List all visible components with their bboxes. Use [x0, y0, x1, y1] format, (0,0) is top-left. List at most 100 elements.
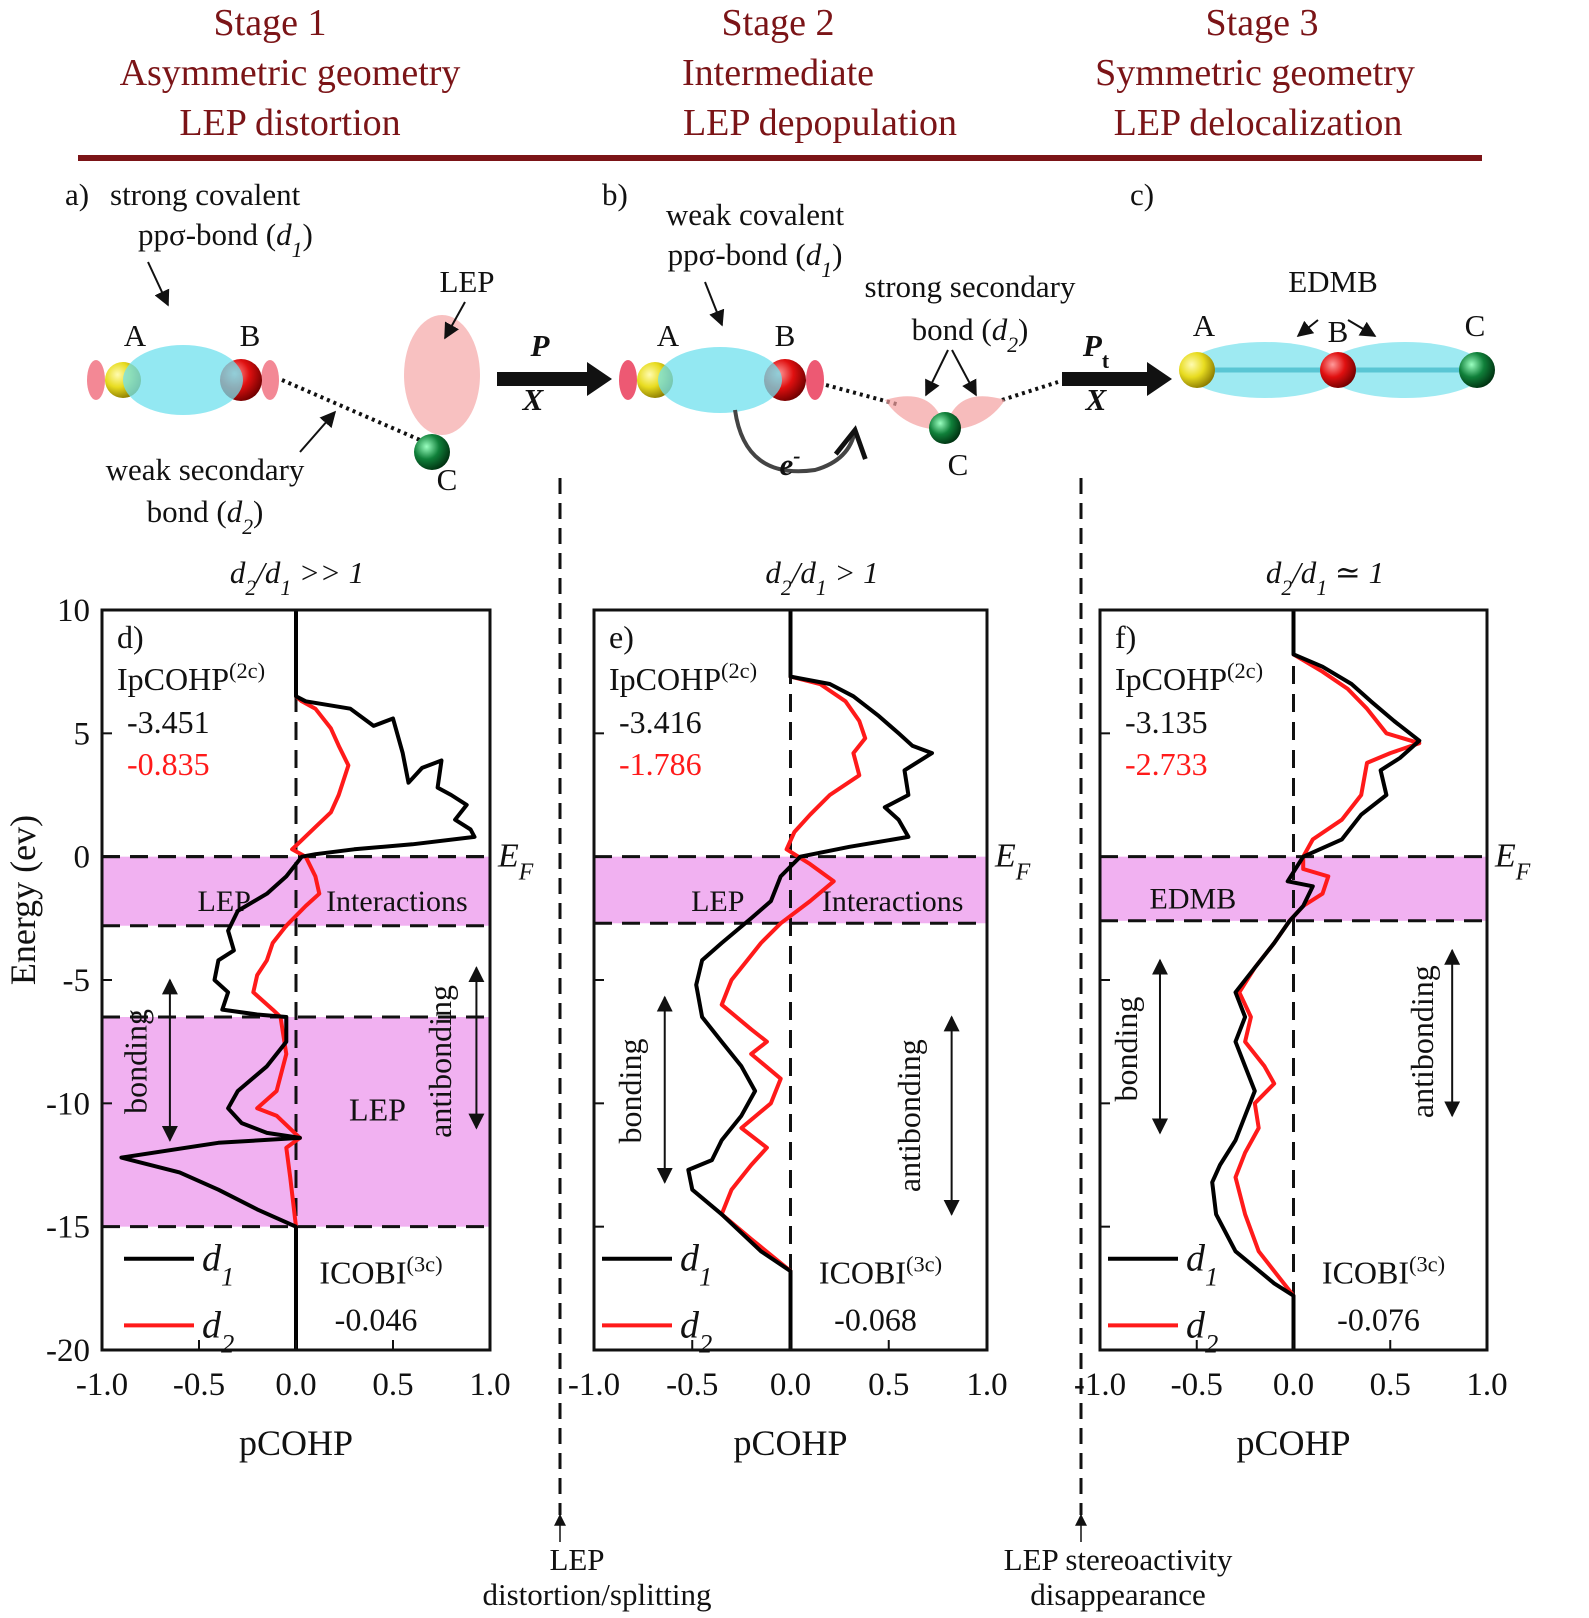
- divider-2-label-1: LEP stereoactivity: [1004, 1542, 1233, 1577]
- strong-bond-label-2: ppσ-bond (d1): [138, 217, 313, 262]
- legend-d1-label: d1: [1186, 1238, 1218, 1292]
- legend-d2-label: d2: [202, 1304, 234, 1358]
- band-label-lep: LEP: [691, 885, 744, 918]
- ratio-label-1: d2/d1 >> 1: [230, 555, 364, 600]
- weak-covalent-label-1: weak covalent: [666, 197, 845, 232]
- icobi-title: ICOBI(3c): [1322, 1251, 1445, 1291]
- band-label-edmb: EDMB: [1150, 882, 1237, 915]
- x-tick-label: 0.5: [1370, 1367, 1411, 1403]
- icobi-title: ICOBI(3c): [319, 1251, 442, 1291]
- schematic-a: a) strong covalent ppσ-bond (d1) A B C L…: [65, 177, 495, 539]
- stage-3-line-3: LEP delocalization: [1114, 102, 1403, 144]
- lobe-left-b: [619, 360, 637, 400]
- ipcohp-title: IpCOHP(2c): [609, 658, 757, 698]
- arrow-2-bottom-label: X: [1085, 382, 1108, 417]
- bond-cloud-b: [658, 347, 782, 413]
- atom-a-label-b: A: [657, 318, 680, 353]
- strong-bond-label-1: strong covalent: [110, 177, 301, 212]
- strong-bond-pointer: [147, 261, 170, 307]
- divider-1-label-2: distortion/splitting: [482, 1577, 711, 1612]
- schematic-a-tag: a): [65, 177, 89, 212]
- ipcohp-d1-value: -3.451: [127, 704, 210, 740]
- electron-label: e-: [780, 444, 801, 482]
- bond-cloud: [123, 345, 243, 415]
- weak-covalent-pointer: [704, 281, 725, 327]
- divider-1-label-1: LEP: [549, 1542, 604, 1577]
- y-tick-label: -10: [46, 1086, 90, 1122]
- band-label-lep: LEP: [198, 885, 251, 918]
- x-tick-label: 1.0: [469, 1367, 510, 1403]
- ipcohp-d1-value: -3.135: [1125, 704, 1208, 740]
- atom-a-label-c: A: [1193, 308, 1216, 343]
- atom-b-sphere-c: [1320, 352, 1356, 388]
- y-tick-label: -15: [46, 1210, 90, 1246]
- atom-c-sphere-c: [1459, 352, 1495, 388]
- weak-covalent-label-2: ppσ-bond (d1): [668, 237, 843, 282]
- fermi-label: EF: [497, 838, 534, 886]
- icobi-value: -0.046: [335, 1301, 418, 1337]
- x-tick-label: 0.0: [770, 1367, 811, 1403]
- stage-1-line-2: Asymmetric geometry: [120, 52, 461, 94]
- x-tick-label: -1.0: [76, 1367, 128, 1403]
- divider-2-label-2: disappearance: [1030, 1577, 1206, 1612]
- antibonding-label: antibonding: [422, 985, 458, 1138]
- lep-lobe: [404, 315, 480, 435]
- stage-3-line-2: Symmetric geometry: [1095, 52, 1415, 94]
- band-label-interactions: Interactions: [326, 885, 468, 918]
- strong-secondary-pointer-right: [951, 349, 977, 397]
- electron-transfer-arrow: [733, 409, 868, 474]
- icobi-value: -0.076: [1337, 1301, 1420, 1337]
- stage-dividers: LEP distortion/splitting LEP stereoactiv…: [482, 478, 1233, 1612]
- x-axis-label: pCOHP: [239, 1423, 353, 1463]
- band-label-deep-lep: LEP: [349, 1092, 406, 1128]
- fermi-label: EF: [1494, 838, 1531, 886]
- weak-bond-label-2: bond (d2): [147, 494, 264, 539]
- transition-arrow-2: Pt X: [1062, 328, 1172, 417]
- stage-1-line-1: Stage 1: [214, 2, 327, 44]
- panel-tag: d): [117, 619, 144, 655]
- icobi-value: -0.068: [834, 1301, 917, 1337]
- x-tick-label: 0.0: [1273, 1367, 1314, 1403]
- icobi-title: ICOBI(3c): [819, 1251, 942, 1291]
- arrow-1-top-label: P: [530, 328, 551, 363]
- atom-a-sphere-c: [1179, 352, 1215, 388]
- ratio-label-2: d2/d1 > 1: [765, 555, 878, 600]
- arrow-1-bottom-label: X: [522, 382, 545, 417]
- x-tick-label: -0.5: [173, 1367, 225, 1403]
- ipcohp-d2-value: -1.786: [619, 746, 702, 782]
- y-tick-label: 5: [74, 716, 91, 752]
- stage-2-line-1: Stage 2: [722, 2, 835, 44]
- split-lep-lobes: [885, 396, 1005, 430]
- series-d2-line: [251, 610, 351, 1350]
- y-tick-label: -5: [63, 963, 91, 999]
- antibonding-label: antibonding: [1404, 965, 1440, 1118]
- x-tick-label: -0.5: [1171, 1367, 1223, 1403]
- stage-2-line-3: LEP depopulation: [683, 102, 957, 144]
- ipcohp-d2-value: -0.835: [127, 746, 210, 782]
- x-tick-label: 0.0: [275, 1367, 316, 1403]
- stage-1-line-3: LEP distortion: [179, 102, 400, 144]
- y-tick-label: -20: [46, 1333, 90, 1369]
- secondary-bond-dots-right: [1001, 380, 1059, 402]
- edmb-label: EDMB: [1288, 264, 1378, 299]
- x-tick-label: 0.5: [372, 1367, 413, 1403]
- x-tick-label: -0.5: [666, 1367, 718, 1403]
- ipcohp-d2-value: -2.733: [1125, 746, 1208, 782]
- atom-c-sphere-b: [929, 412, 961, 444]
- arrow-2-top-label: Pt: [1082, 328, 1110, 373]
- atom-c-label-c: C: [1465, 308, 1486, 343]
- panel-tag: e): [609, 619, 634, 655]
- ipcohp-title: IpCOHP(2c): [1115, 658, 1263, 698]
- legend-d2-label: d2: [1186, 1304, 1218, 1358]
- atom-b-label-c: B: [1328, 314, 1349, 349]
- lobe-right: [261, 360, 279, 400]
- panel-tag: f): [1115, 619, 1136, 655]
- transition-arrow-1: P X: [497, 328, 612, 417]
- bonding-label: bonding: [118, 1009, 154, 1114]
- arrow-1-shape: [497, 362, 612, 396]
- lobe-left: [87, 360, 105, 400]
- x-axis-label: pCOHP: [733, 1423, 847, 1463]
- stage-headings: Stage 1 Asymmetric geometry LEP distorti…: [78, 2, 1482, 161]
- x-tick-label: 1.0: [1466, 1367, 1507, 1403]
